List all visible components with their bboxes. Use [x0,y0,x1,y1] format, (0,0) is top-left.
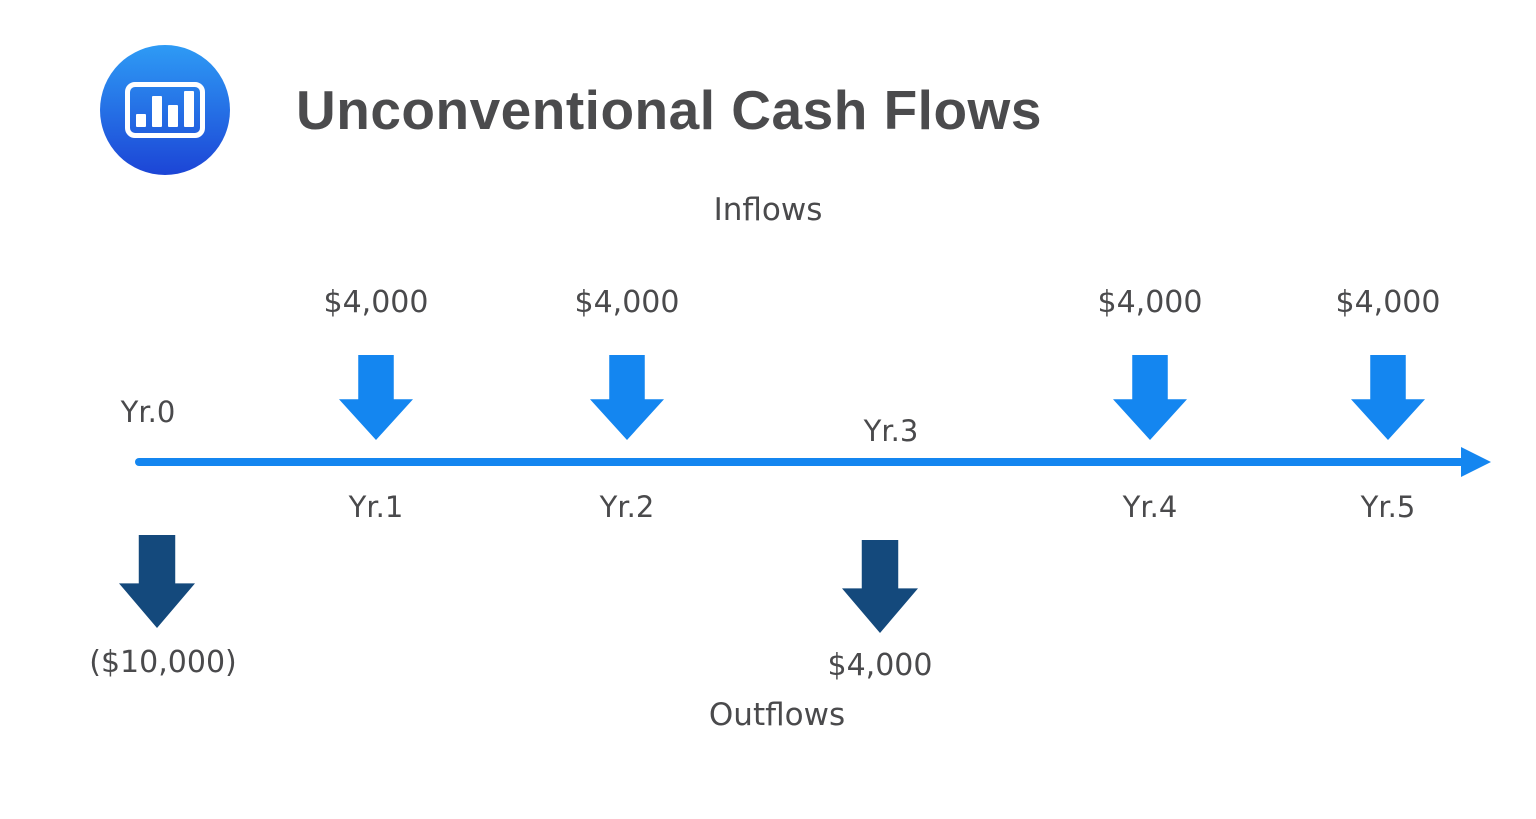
bar-chart-icon-bar [136,114,146,127]
year-label-yr0: Yr.0 [120,395,176,429]
inflow-amount-yr2: $4,000 [574,285,680,320]
inflow-amount-yr4: $4,000 [1097,285,1203,320]
outflow-down-arrow-icon-yr0 [119,535,195,628]
inflow-down-arrow-icon-yr2 [590,355,664,440]
outflow-down-arrow-icon-yr3 [842,540,918,633]
outflow-amount-yr0: ($10,000) [89,645,237,680]
inflow-down-arrow-icon-yr5 [1351,355,1425,440]
page-title: Unconventional Cash Flows [296,79,1042,141]
inflow-amount-yr5: $4,000 [1335,285,1441,320]
bar-chart-icon-bar [168,105,178,127]
inflows-section-label: Inflows [713,192,823,228]
bar-chart-icon-bar [184,91,194,127]
year-label-yr4: Yr.4 [1122,490,1178,524]
outflow-amount-yr3: $4,000 [827,648,933,683]
inflow-down-arrow-icon-yr1 [339,355,413,440]
bar-chart-icon-bar [152,96,162,127]
inflow-amount-yr1: $4,000 [323,285,429,320]
timeline-axis [135,458,1467,466]
timeline-arrowhead-icon [1461,447,1491,477]
year-label-yr2: Yr.2 [599,490,655,524]
inflow-down-arrow-icon-yr4 [1113,355,1187,440]
year-label-yr1: Yr.1 [348,490,404,524]
year-label-yr5: Yr.5 [1360,490,1416,524]
outflows-section-label: Outflows [708,697,846,733]
bar-chart-icon [125,82,205,138]
year-label-yr3: Yr.3 [863,414,919,448]
logo [100,45,230,175]
